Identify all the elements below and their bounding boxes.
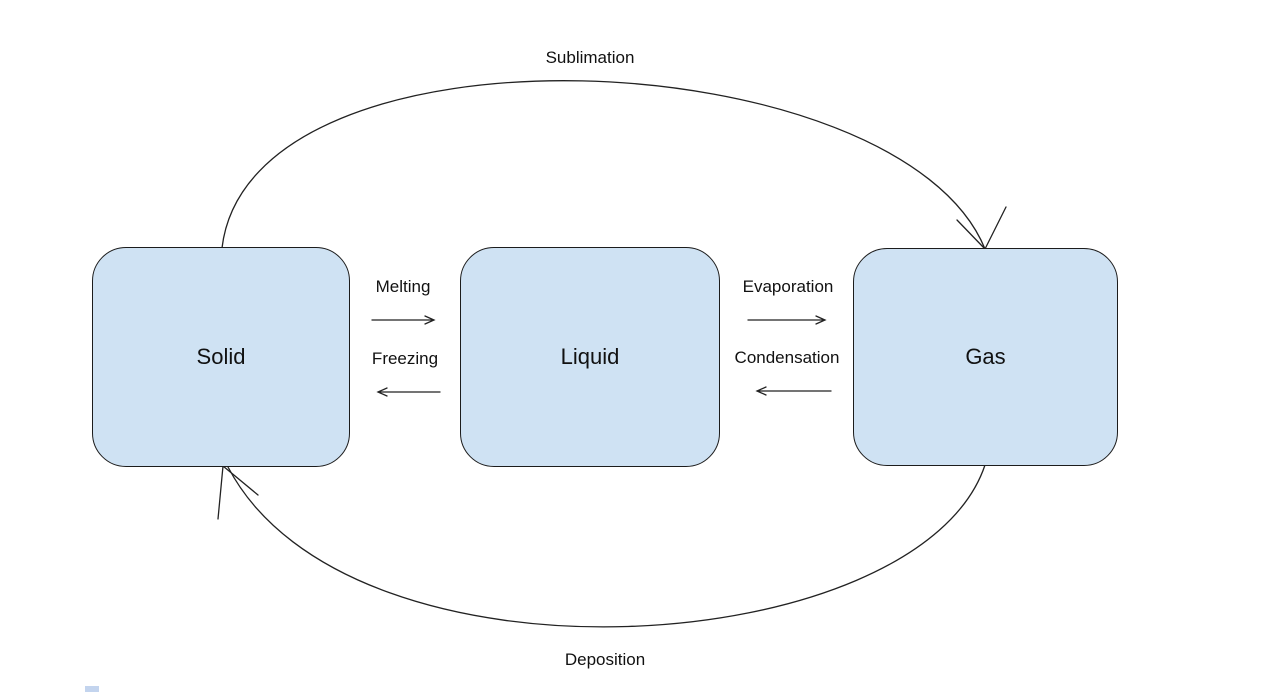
node-gas-label: Gas [965, 344, 1006, 369]
node-solid-label: Solid [196, 344, 246, 369]
node-solid: Solid [92, 247, 350, 467]
node-liquid-label: Liquid [560, 344, 620, 369]
sublimation-label: Sublimation [545, 48, 635, 67]
evaporation-arrow [747, 315, 827, 325]
deposition-arc [227, 464, 986, 628]
deposition-label: Deposition [564, 650, 646, 669]
freezing-arrow [376, 387, 441, 397]
evaporation-label: Evaporation [742, 277, 834, 296]
node-gas: Gas [853, 248, 1118, 466]
deposition-arrowhead-icon [217, 465, 259, 520]
sublimation-arrowhead-icon [956, 206, 1007, 250]
corner-artifact [85, 686, 99, 692]
freezing-label: Freezing [371, 349, 439, 368]
condensation-label: Condensation [734, 348, 840, 367]
condensation-arrow [755, 386, 832, 396]
melting-arrow [371, 315, 436, 325]
sublimation-arc [221, 80, 986, 250]
node-liquid: Liquid [460, 247, 720, 467]
melting-label: Melting [375, 277, 431, 296]
